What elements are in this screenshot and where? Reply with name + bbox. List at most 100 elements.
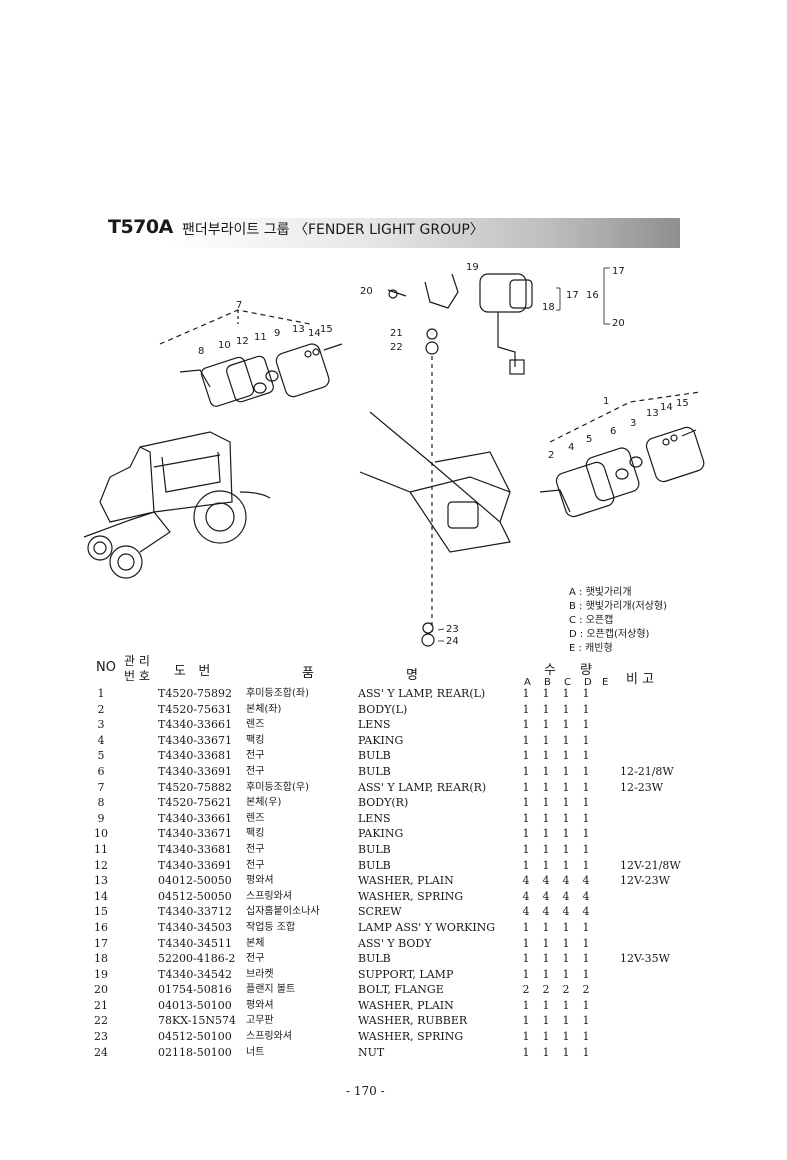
part-number: T4340-34542 xyxy=(158,967,233,981)
callout-15: 15 xyxy=(320,324,333,335)
row-no: 16 xyxy=(94,920,108,934)
korean-name: 후미등조합(좌) xyxy=(246,688,310,699)
qty-c: 1 xyxy=(562,952,570,966)
qty-c: 4 xyxy=(562,905,570,919)
callout-21: 21 xyxy=(390,328,403,339)
korean-name: 스프링와셔 xyxy=(246,890,292,902)
row-no: 21 xyxy=(94,998,108,1012)
part-number: T4520-75631 xyxy=(158,702,233,716)
row-no: 6 xyxy=(97,764,105,778)
row-no: 8 xyxy=(97,796,105,810)
header-name-a: 품 xyxy=(302,666,314,681)
english-name: BODY(R) xyxy=(358,796,409,810)
row-no: 18 xyxy=(94,952,108,966)
korean-name: 렌즈 xyxy=(246,719,265,731)
qty-c: 1 xyxy=(562,858,570,872)
qty-b: 1 xyxy=(542,842,550,856)
row-no: 11 xyxy=(94,842,108,856)
qty-d: 1 xyxy=(582,1014,590,1028)
callout-5: 5 xyxy=(586,434,592,445)
qty-c: 1 xyxy=(562,967,570,981)
qty-d: 1 xyxy=(582,842,590,856)
callout-12: 12 xyxy=(236,336,249,347)
korean-name: 본체(우) xyxy=(246,797,282,809)
qty-d: 4 xyxy=(582,874,590,888)
qty-a: 4 xyxy=(522,889,530,903)
callout-8: 8 xyxy=(198,346,204,357)
qty-a: 1 xyxy=(522,718,530,732)
part-number: 04512-50100 xyxy=(158,1030,232,1044)
qty-a: 1 xyxy=(522,967,530,981)
qty-b: 1 xyxy=(542,780,550,794)
korean-name: 팩킹 xyxy=(246,828,265,840)
qty-d: 1 xyxy=(582,733,590,747)
qty-d: 1 xyxy=(582,764,590,778)
qty-a: 1 xyxy=(522,687,530,700)
part-number: T4340-33671 xyxy=(158,827,233,841)
header-part-no: 도 번 xyxy=(174,664,211,679)
callout-13b: 13 xyxy=(646,408,659,419)
qty-a: 1 xyxy=(522,1045,530,1059)
callout-13: 13 xyxy=(292,324,305,335)
english-name: NUT xyxy=(358,1045,385,1059)
qty-d: 1 xyxy=(582,952,590,966)
qty-d: 2 xyxy=(582,983,590,997)
row-no: 19 xyxy=(94,967,108,981)
fender-body xyxy=(359,411,511,553)
english-name: SUPPORT, LAMP xyxy=(358,967,454,981)
part-number: 02118-50100 xyxy=(158,1045,232,1059)
korean-name: 전구 xyxy=(246,843,265,855)
qty-c: 1 xyxy=(562,796,570,810)
qty-c: 1 xyxy=(562,764,570,778)
callout-7: 7 xyxy=(236,300,242,311)
row-no: 20 xyxy=(94,983,108,997)
qty-d: 1 xyxy=(582,780,590,794)
qty-d: 1 xyxy=(582,1030,590,1044)
english-name: LENS xyxy=(358,811,391,825)
right-rear-lamp-assembly xyxy=(539,391,705,518)
english-name: BOLT, FLANGE xyxy=(358,983,444,997)
qty-c: 1 xyxy=(562,811,570,825)
row-no: 3 xyxy=(97,718,105,732)
part-number: 04013-50100 xyxy=(158,998,232,1012)
qty-a: 1 xyxy=(522,952,530,966)
qty-b: 1 xyxy=(542,827,550,841)
callout-11: 11 xyxy=(254,332,267,343)
callout-22: 22 xyxy=(390,342,403,353)
tractor-illustration xyxy=(83,431,271,579)
qty-b: 4 xyxy=(542,874,550,888)
callout-15b: 15 xyxy=(676,398,689,409)
legend-item: B : 햇빛가리개(저상형) xyxy=(569,601,667,612)
qty-a: 1 xyxy=(522,920,530,934)
row-no: 4 xyxy=(97,733,105,747)
row-no: 10 xyxy=(94,827,108,841)
remark: 12V-21/8W xyxy=(620,858,681,872)
korean-name: 고무판 xyxy=(246,1015,274,1027)
qty-d: 1 xyxy=(582,827,590,841)
header-col-c: C xyxy=(564,677,571,688)
group-code: T570A xyxy=(108,216,173,238)
part-number: 04012-50050 xyxy=(158,874,232,888)
qty-c: 1 xyxy=(562,780,570,794)
qty-c: 1 xyxy=(562,827,570,841)
header-mgmt-top: 관 리 xyxy=(124,654,150,668)
english-name: BODY(L) xyxy=(358,702,408,716)
part-number: T4520-75621 xyxy=(158,796,233,810)
korean-name: 전구 xyxy=(246,765,265,777)
row-no: 22 xyxy=(94,1014,108,1028)
qty-b: 1 xyxy=(542,811,550,825)
group-title: 팬더부라이트 그룹 〈FENDER LIGHIT GROUP〉 xyxy=(182,222,484,238)
qty-b: 2 xyxy=(542,983,550,997)
callout-1: 1 xyxy=(603,396,609,407)
english-name: ASS' Y LAMP, REAR(R) xyxy=(358,780,487,794)
callout-10: 10 xyxy=(218,340,231,351)
part-number: T4340-33712 xyxy=(158,905,233,919)
